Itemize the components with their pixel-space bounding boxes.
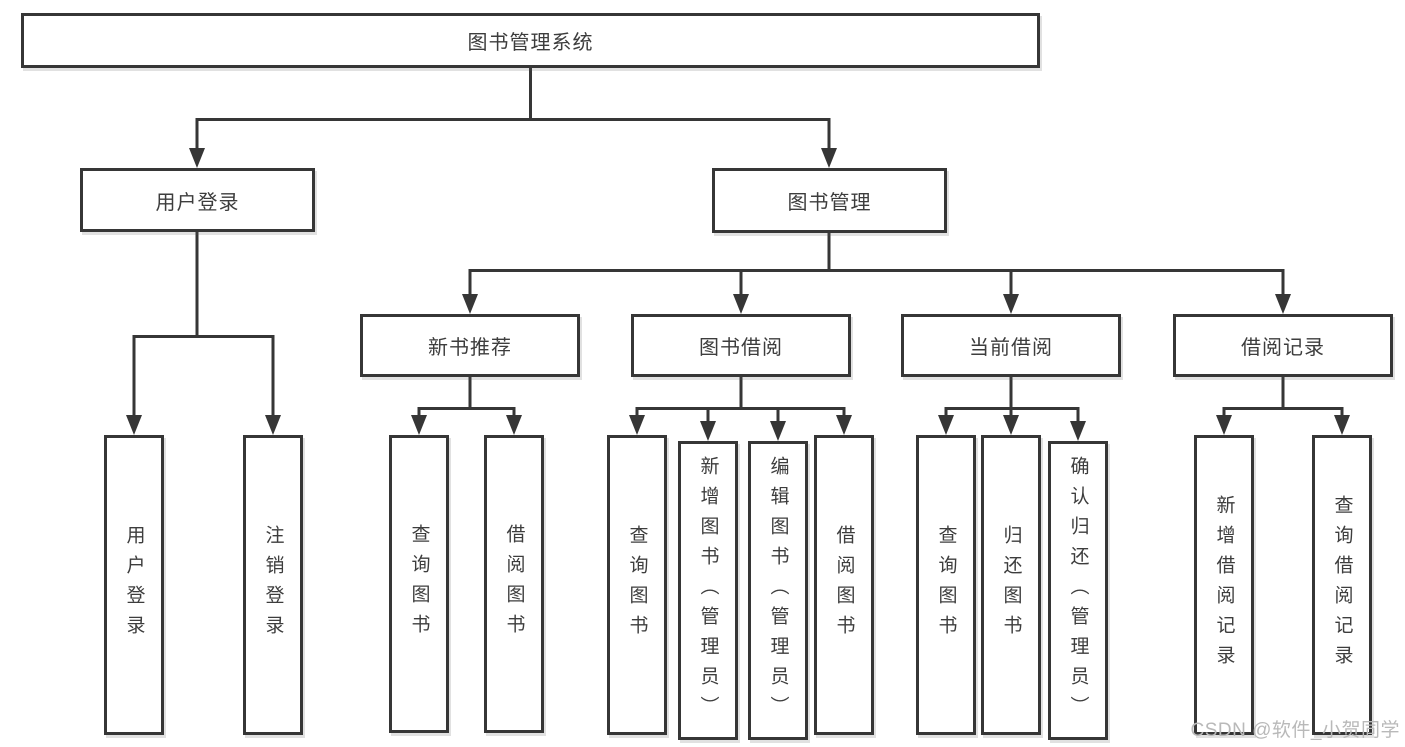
leaf-return-book: 归还图书 — [981, 435, 1041, 735]
node-borrow-records-label: 借阅记录 — [1241, 337, 1325, 359]
node-root-label: 图书管理系统 — [467, 32, 594, 54]
connector-new-book-split — [411, 377, 522, 435]
node-book-management: 图书管理 — [712, 168, 947, 233]
leaf-query-books-borrow-label: 查询图书 — [626, 525, 648, 645]
leaf-add-borrow-record-label: 新增借阅记录 — [1213, 495, 1235, 675]
leaf-user-login: 用户登录 — [104, 435, 164, 735]
connector-borrow-records-split — [1216, 377, 1350, 435]
leaf-query-books-current: 查询图书 — [916, 435, 976, 735]
leaf-query-books-borrow: 查询图书 — [607, 435, 667, 735]
leaf-query-books-recommend: 查询图书 — [389, 435, 449, 733]
leaf-borrow-books-recommend-label: 借阅图书 — [503, 524, 525, 644]
leaf-edit-book-admin: 编辑图书（管理员） — [748, 441, 808, 740]
node-new-book-recommend-label: 新书推荐 — [428, 337, 512, 359]
node-root: 图书管理系统 — [21, 13, 1040, 68]
watermark: CSDN @软件_小贺同学 — [1190, 720, 1400, 741]
leaf-query-books-current-label: 查询图书 — [935, 525, 957, 645]
leaf-add-borrow-record: 新增借阅记录 — [1194, 435, 1254, 735]
leaf-user-login-label: 用户登录 — [123, 525, 145, 645]
connector-user-login-split — [126, 232, 281, 435]
connector-book-borrow-split — [629, 377, 852, 441]
connector-current-borrow-split — [938, 377, 1086, 441]
leaf-query-borrow-record: 查询借阅记录 — [1312, 435, 1372, 735]
node-book-borrow: 图书借阅 — [631, 314, 851, 377]
node-current-borrow-label: 当前借阅 — [969, 337, 1053, 359]
node-user-login-label: 用户登录 — [155, 191, 240, 214]
connector-book-management-split — [462, 233, 1291, 314]
leaf-add-book-admin-label: 新增图书（管理员） — [697, 455, 719, 726]
connector-root-split — [189, 68, 837, 168]
leaf-logout: 注销登录 — [243, 435, 303, 735]
leaf-borrow-books-recommend: 借阅图书 — [484, 435, 544, 733]
leaf-borrow-books: 借阅图书 — [814, 435, 874, 735]
node-book-management-label: 图书管理 — [787, 192, 872, 214]
node-book-borrow-label: 图书借阅 — [699, 337, 783, 359]
leaf-logout-label: 注销登录 — [262, 525, 284, 645]
leaf-return-book-label: 归还图书 — [1000, 525, 1022, 645]
leaf-query-borrow-record-label: 查询借阅记录 — [1331, 495, 1353, 675]
leaf-edit-book-admin-label: 编辑图书（管理员） — [767, 455, 789, 726]
node-user-login: 用户登录 — [80, 168, 315, 232]
leaf-borrow-books-label: 借阅图书 — [833, 525, 855, 645]
leaf-add-book-admin: 新增图书（管理员） — [678, 441, 738, 740]
node-current-borrow: 当前借阅 — [901, 314, 1121, 377]
leaf-query-books-recommend-label: 查询图书 — [408, 524, 430, 644]
leaf-confirm-return-admin: 确认归还（管理员） — [1048, 441, 1108, 740]
node-new-book-recommend: 新书推荐 — [360, 314, 580, 377]
leaf-confirm-return-admin-label: 确认归还（管理员） — [1067, 455, 1089, 726]
node-borrow-records: 借阅记录 — [1173, 314, 1393, 377]
